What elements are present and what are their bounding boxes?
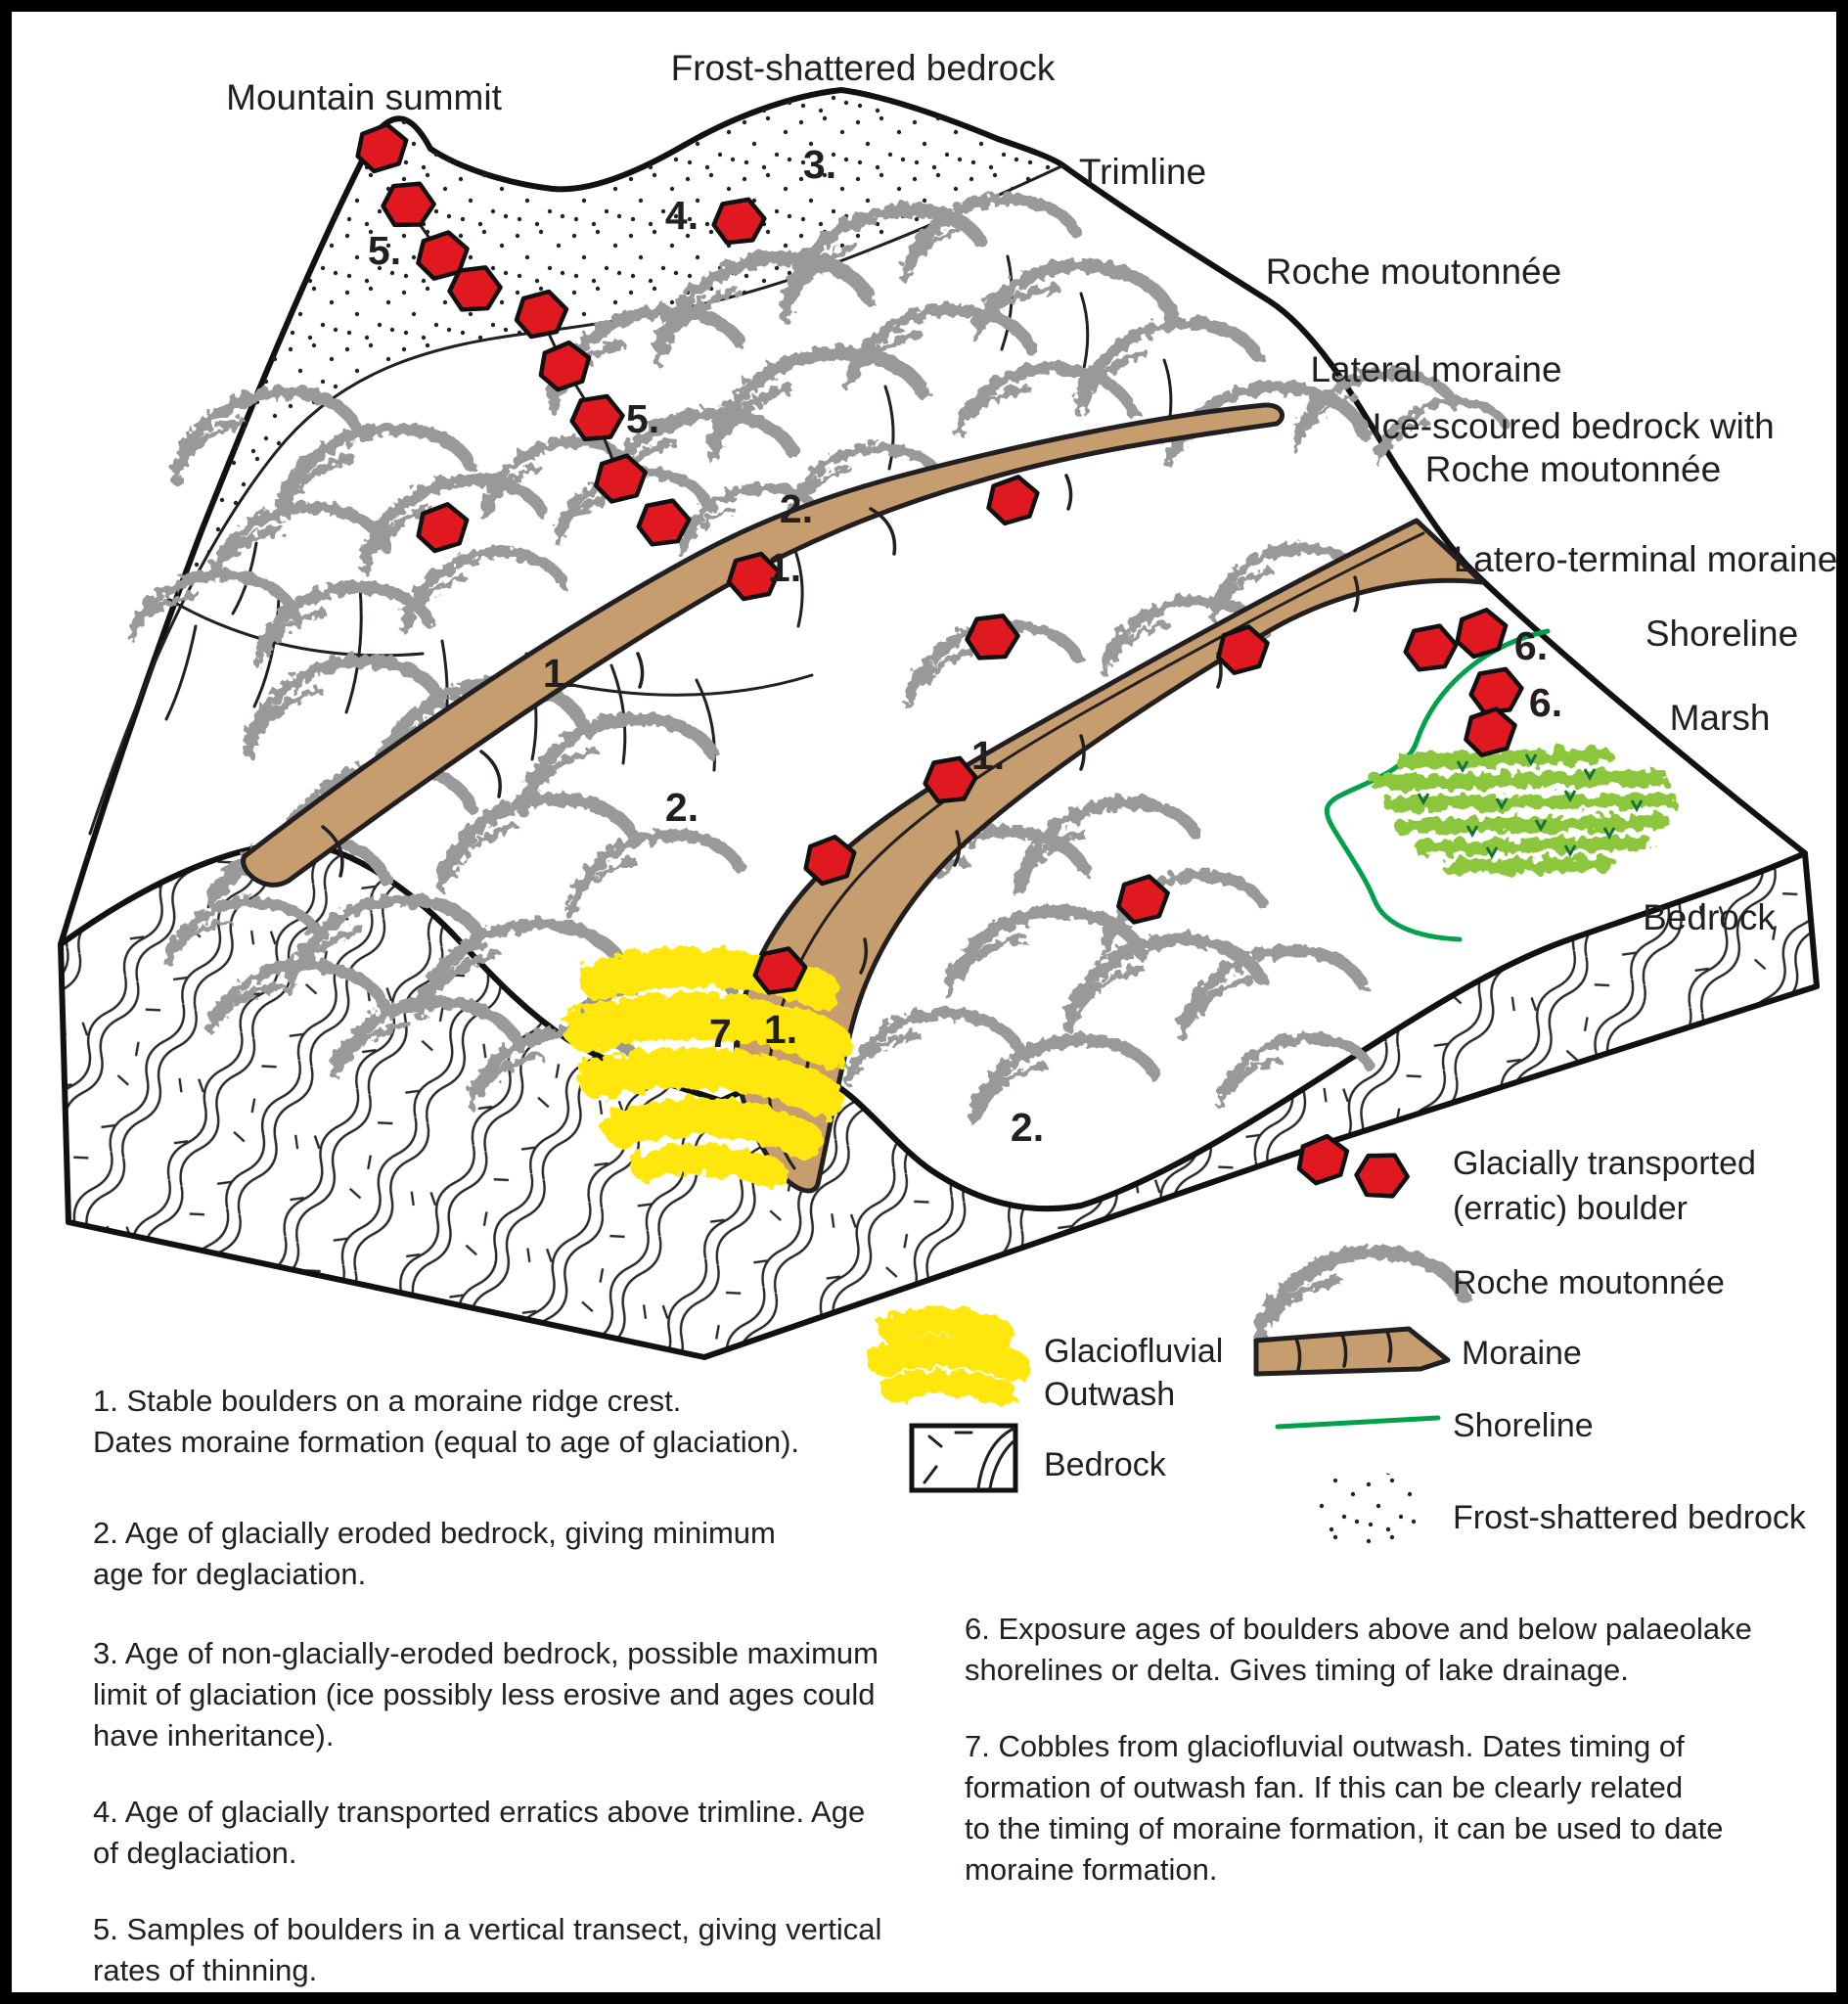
feature-labels: Mountain summit Frost-shattered bedrock …: [226, 48, 1837, 937]
legend-erratic-1: Glacially transported: [1453, 1145, 1756, 1182]
note-line: formation of outwash fan. If this can be…: [965, 1770, 1683, 1804]
label-frost-shattered: Frost-shattered bedrock: [671, 48, 1056, 88]
marker-6: 6.: [1529, 680, 1562, 725]
legend-outwash-2: Outwash: [1044, 1376, 1175, 1413]
marker-1: 1.: [543, 651, 576, 696]
note-line: of deglaciation.: [93, 1836, 297, 1870]
marker-7: 7.: [709, 1011, 743, 1056]
label-roche-moutonnee: Roche moutonnée: [1266, 251, 1561, 292]
label-lateral-moraine: Lateral moraine: [1310, 349, 1561, 389]
note-line: limit of glaciation (ice possibly less e…: [93, 1677, 876, 1711]
legend: Glacially transported (erratic) boulder …: [867, 1134, 1807, 1549]
frost-shattered-zone: [61, 90, 1061, 944]
marker-5: 5.: [626, 396, 659, 441]
marker-6: 6.: [1514, 623, 1548, 668]
caption-notes-left: 1. Stable boulders on a moraine ridge cr…: [93, 1384, 881, 1987]
label-marsh: Marsh: [1670, 698, 1771, 738]
numbered-markers: 3. 4. 5. 5. 2. 2. 2. 1. 1. 1. 1. 7. 6. 6…: [368, 142, 1562, 1150]
legend-frost: Frost-shattered bedrock: [1453, 1499, 1807, 1536]
note-line: 5. Samples of boulders in a vertical tra…: [93, 1912, 881, 1946]
note-line: 6. Exposure ages of boulders above and b…: [965, 1612, 1752, 1646]
legend-erratic-2: (erratic) boulder: [1453, 1190, 1688, 1227]
moraine-icon: [1253, 1326, 1451, 1377]
frost-shattered-icon: [1313, 1471, 1422, 1549]
note-line: shorelines or delta. Gives timing of lak…: [965, 1653, 1629, 1687]
legend-bedrock: Bedrock: [1044, 1446, 1167, 1483]
marker-5: 5.: [368, 228, 401, 273]
slope-gully-strokes: [164, 254, 1173, 772]
note-line: moraine formation.: [965, 1852, 1217, 1887]
marsh-area: [1370, 748, 1679, 875]
palaeolake-shoreline: [1324, 628, 1551, 942]
marker-1: 1.: [768, 545, 801, 590]
note-line: 3. Age of non-glacially-eroded bedrock, …: [93, 1636, 879, 1670]
legend-shoreline: Shoreline: [1453, 1407, 1594, 1444]
note-line: age for deglaciation.: [93, 1557, 366, 1591]
marker-2: 2.: [780, 486, 813, 531]
marsh-tufts: [1417, 753, 1644, 860]
legend-roche: Roche moutonnée: [1453, 1264, 1725, 1301]
note-line: 1. Stable boulders on a moraine ridge cr…: [93, 1384, 681, 1418]
roche-moutonnee-icon: [1258, 1252, 1464, 1340]
glaciofluvial-outwash-icon: [867, 1306, 1029, 1406]
marker-1: 1.: [971, 733, 1005, 778]
caption-notes-right: 6. Exposure ages of boulders above and b…: [965, 1612, 1752, 1887]
label-mountain-summit: Mountain summit: [226, 77, 502, 117]
note-line: to the timing of moraine formation, it c…: [965, 1811, 1723, 1845]
note-line: Dates moraine formation (equal to age of…: [93, 1425, 799, 1459]
legend-moraine: Moraine: [1462, 1335, 1582, 1372]
note-line: rates of thinning.: [93, 1953, 317, 1987]
legend-outwash-1: Glaciofluvial: [1044, 1333, 1223, 1370]
marker-2: 2.: [665, 785, 699, 830]
marker-1: 1.: [764, 1007, 797, 1052]
label-trimline: Trimline: [1079, 152, 1206, 192]
label-bedrock-face: Bedrock: [1643, 897, 1776, 937]
lateral-moraine-band: [241, 402, 1285, 888]
label-ice-scoured-1: Ice-scoured bedrock with: [1372, 406, 1774, 446]
marker-2: 2.: [1011, 1105, 1044, 1150]
label-shoreline: Shoreline: [1645, 614, 1798, 654]
note-line: 2. Age of glacially eroded bedrock, givi…: [93, 1516, 776, 1550]
marker-3: 3.: [803, 142, 836, 187]
label-latero-terminal: Latero-terminal moraine: [1454, 539, 1838, 579]
note-line: 4. Age of glacially transported erratics…: [93, 1795, 865, 1829]
erratic-boulder-icon: [1352, 1148, 1412, 1204]
note-line: have inheritance).: [93, 1718, 334, 1753]
marker-4: 4.: [665, 193, 699, 238]
bedrock-icon: [909, 1423, 1018, 1493]
label-ice-scoured-2: Roche moutonnée: [1425, 449, 1721, 489]
note-line: 7. Cobbles from glaciofluvial outwash. D…: [965, 1729, 1685, 1763]
shoreline-icon: [1275, 1415, 1441, 1430]
